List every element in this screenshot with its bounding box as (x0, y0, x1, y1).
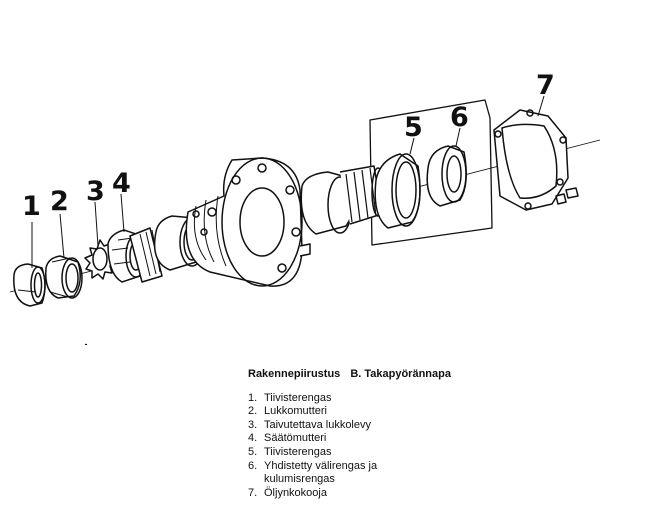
spindle-spline (129, 227, 163, 283)
legend-item: 2. Lukkomutteri (248, 405, 548, 419)
legend-item: 1. Tiivisterengas (248, 392, 548, 406)
caption-title: Rakennepiirustus B. Takapyörännapa (248, 368, 548, 382)
legend-item: 5. Tiivisterengas (248, 446, 548, 460)
legend-item: 3. Taivutettava lukkolevy (248, 419, 548, 433)
part-1-seal-ring (13, 263, 46, 307)
legend-label: Yhdistetty välirengas ja kulumisrengas (264, 459, 378, 486)
callout-4: 4 (112, 168, 131, 199)
outer-bearing (300, 165, 385, 235)
caption-title-main: Rakennepiirustus (248, 368, 341, 380)
part-7-oil-collector (493, 109, 579, 211)
legend-item: 4. Säätömutteri (248, 432, 548, 446)
callout-2: 2 (50, 186, 69, 217)
legend-number: 6. (248, 459, 258, 472)
part-6-spacer-wear-ring (426, 145, 467, 207)
callout-7: 7 (536, 70, 555, 101)
callout-3: 3 (86, 176, 105, 207)
legend-label: Lukkomutteri (264, 405, 327, 418)
legend-item: 6. Yhdistetty välirengas ja kulumisrengas (248, 460, 548, 487)
legend-label: Tiivisterengas (264, 445, 332, 458)
hub-body (185, 157, 311, 287)
stray-dot (84, 343, 88, 345)
caption-title-sub: B. Takapyörännapa (350, 368, 451, 380)
legend-label: Säätömutteri (264, 432, 327, 445)
parts-legend: 1. Tiivisterengas 2. Lukkomutteri 3. Taivut… (248, 392, 548, 501)
figure-caption: Rakennepiirustus B. Takapyörännapa 1. Tiiv… (248, 368, 548, 500)
legend-number: 5. (248, 445, 258, 458)
legend-item: 7. Öljynkokooja (248, 487, 548, 501)
part-5-seal-ring (374, 153, 421, 229)
parts-bracket-frame (369, 99, 493, 246)
legend-number: 3. (248, 418, 258, 431)
leader-lines (31, 95, 545, 268)
legend-number: 2. (248, 405, 258, 418)
legend-number: 7. (248, 486, 258, 499)
legend-number: 1. (248, 391, 258, 404)
legend-label: Taivutettava lukkolevy (264, 418, 371, 431)
legend-label: Öljynkokooja (264, 486, 327, 499)
callout-5: 5 (404, 112, 423, 143)
callout-6: 6 (450, 102, 469, 133)
legend-number: 4. (248, 432, 258, 445)
callout-1: 1 (22, 191, 41, 222)
exploded-hub-diagram: 1 2 3 4 5 6 7 (9, 70, 601, 345)
legend-label: Tiivisterengas (264, 391, 332, 404)
part-2-lock-nut (45, 255, 83, 299)
